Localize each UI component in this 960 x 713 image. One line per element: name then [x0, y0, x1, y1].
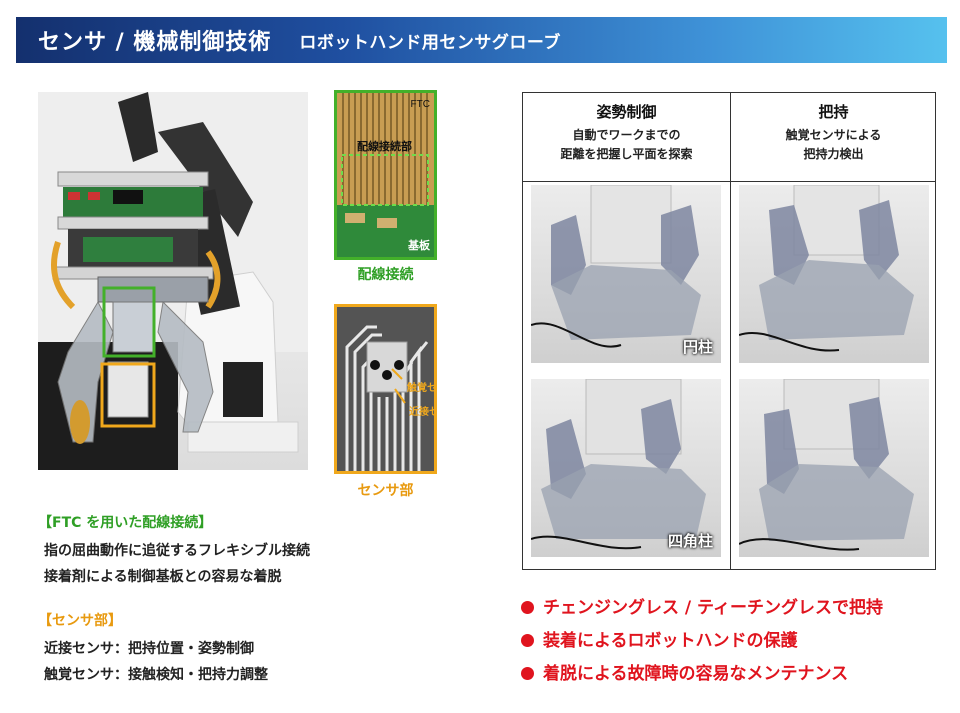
bullet-dot-icon — [521, 601, 534, 614]
posture-desc-2: 距離を把握し平面を探索 — [560, 147, 693, 161]
benefit-item-3: 着脱による故障時の容易なメンテナンス — [521, 659, 848, 684]
grid-divider-horizontal — [523, 181, 935, 182]
square-posture-photo: 四角柱 — [531, 379, 721, 557]
square-prism-label: 四角柱 — [667, 532, 713, 550]
benefit-item-1: チェンジングレス / ティーチングレスで把持 — [521, 593, 883, 618]
grip-title: 把持 — [818, 103, 849, 121]
page-subtitle: ロボットハンド用センサグローブ — [299, 32, 561, 53]
bullet-dot-icon — [521, 634, 534, 647]
posture-desc-1: 自動でワークまでの — [572, 128, 681, 142]
grip-desc-2: 把持力検出 — [803, 147, 864, 161]
ftc-label: FTC — [410, 99, 430, 110]
posture-title: 姿勢制御 — [596, 103, 657, 121]
cylinder-label: 円柱 — [682, 338, 713, 356]
grid-divider-vertical — [730, 93, 731, 569]
benefit-text-2: 装着によるロボットハンドの保護 — [543, 631, 798, 651]
ftc-line-2: 接着剤による制御基板との容易な着脱 — [44, 569, 282, 585]
tactile-sensor-label: 触覚センサ — [407, 383, 437, 394]
wiring-caption: 配線接続 — [357, 267, 414, 283]
ftc-wiring-photo: FTC 配線接続部 基板 — [334, 90, 437, 260]
sensor-line-2: 触覚センサ：接触検知・把持力調整 — [44, 667, 268, 683]
column-header-posture: 姿勢制御 自動でワークまでの 距離を把握し平面を探索 — [523, 101, 730, 164]
bullet-dot-icon — [521, 667, 534, 680]
sensor-line-1: 近接センサ：把持位置・姿勢制御 — [44, 641, 254, 657]
base-board-label: 基板 — [408, 239, 430, 252]
wiring-part-label: 配線接続部 — [357, 140, 412, 153]
robot-hand-photo — [38, 92, 308, 470]
benefit-text-3: 着脱による故障時の容易なメンテナンス — [543, 664, 849, 684]
title-banner: センサ / 機械制御技術 ロボットハンド用センサグローブ — [16, 17, 947, 63]
sensor-caption: センサ部 — [357, 483, 414, 499]
benefit-text-1: チェンジングレス / ティーチングレスで把持 — [543, 598, 884, 618]
grip-desc-1: 触覚センサによる — [785, 128, 882, 142]
cylinder-posture-photo: 円柱 — [531, 185, 721, 363]
page-title: センサ / 機械制御技術 — [38, 30, 272, 55]
column-header-grip: 把持 触覚センサによる 把持力検出 — [730, 101, 937, 164]
square-grip-photo — [739, 379, 929, 557]
sensor-part-photo: 触覚センサ 近接センサ — [334, 304, 437, 474]
benefit-item-2: 装着によるロボットハンドの保護 — [521, 626, 798, 651]
proximity-sensor-label: 近接センサ — [409, 407, 434, 418]
sensor-section-heading: 【センサ部】 — [38, 613, 122, 629]
ftc-section-heading: 【FTC を用いた配線接続】 — [38, 515, 213, 531]
demo-grid: 姿勢制御 自動でワークまでの 距離を把握し平面を探索 把持 触覚センサによる 把… — [522, 92, 936, 570]
cylinder-grip-photo — [739, 185, 929, 363]
ftc-line-1: 指の屈曲動作に追従するフレキシブル接続 — [44, 543, 310, 559]
